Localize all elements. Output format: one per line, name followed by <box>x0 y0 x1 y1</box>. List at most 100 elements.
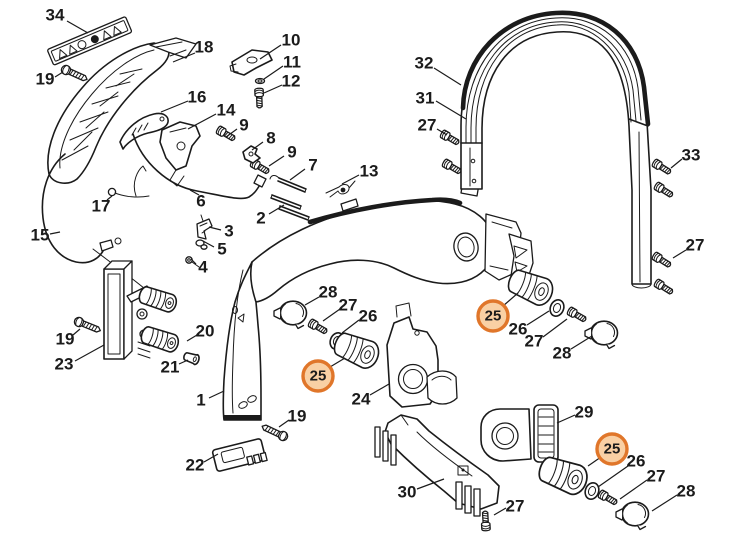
callout-7: 7 <box>289 156 318 181</box>
callout-number: 19 <box>288 407 307 426</box>
callout-number: 3 <box>224 222 233 241</box>
part-trigger-interlock-14 <box>159 121 201 187</box>
callout-leader-line <box>259 44 282 60</box>
highlight-circle[interactable] <box>595 432 629 466</box>
callout-leader-line <box>329 357 346 368</box>
callout-leader-line <box>341 174 360 185</box>
callout-number: 21 <box>161 358 180 377</box>
callout-leader-line <box>72 328 81 336</box>
highlighted-callout-25[interactable]: 25 <box>476 292 519 333</box>
callout-leader-line <box>435 100 467 120</box>
callout-number: 24 <box>352 390 371 409</box>
part-bracket-29 <box>480 404 559 463</box>
part-warning-sticker <box>47 16 133 66</box>
callout-number: 12 <box>282 72 301 91</box>
callout-5: 5 <box>202 240 227 259</box>
callout-leader-line <box>493 507 507 516</box>
callout-leader-line <box>54 71 64 78</box>
callout-leader-line <box>178 359 189 365</box>
callout-33: 33 <box>670 146 700 169</box>
callout-leader-line <box>556 414 576 424</box>
callout-31: 31 <box>416 89 467 120</box>
callout-number: 9 <box>239 116 248 135</box>
part-screw-27-b <box>306 317 330 337</box>
part-rear-handle-housing-1 <box>222 180 534 421</box>
part-screw-19-bottom <box>259 421 290 443</box>
callout-number: 34 <box>46 6 65 25</box>
callout-26: 26 <box>597 452 645 488</box>
callout-leader-line <box>186 334 198 342</box>
part-knob-28-a <box>584 320 619 350</box>
callout-26: 26 <box>341 307 377 334</box>
callout-number: 18 <box>195 38 214 57</box>
callout-28: 28 <box>304 283 338 306</box>
part-buffer-spring-20-lower <box>138 324 182 355</box>
callout-leader-line <box>502 292 519 307</box>
part-knob-28-c <box>615 501 650 531</box>
part-handlebar-tube-31-32 <box>460 10 652 289</box>
callout-28: 28 <box>553 335 593 363</box>
callout-32: 32 <box>415 54 462 86</box>
callout-leader-line <box>436 128 448 136</box>
callout-22: 22 <box>186 453 219 475</box>
callout-number: 8 <box>266 129 275 148</box>
highlighted-callout-25[interactable]: 25 <box>301 357 346 393</box>
callout-leader-line <box>570 335 593 350</box>
callout-24: 24 <box>352 383 390 409</box>
callout-number[interactable]: 25 <box>485 308 502 325</box>
callout-leader-line <box>369 383 390 396</box>
part-bracket-24 <box>386 302 458 408</box>
callout-4: 4 <box>190 258 208 277</box>
part-washer-11 <box>254 77 266 85</box>
callout-number: 9 <box>287 143 296 162</box>
callout-leader-line <box>263 84 283 94</box>
callout-leader-line <box>208 390 225 399</box>
part-ring-26-a <box>546 296 568 320</box>
callout-leader-line <box>268 204 285 215</box>
part-spring-clip-13 <box>325 180 356 198</box>
callout-number: 19 <box>36 70 55 89</box>
callout-leader-line <box>619 479 648 500</box>
callout-number: 2 <box>256 209 265 228</box>
callout-number[interactable]: 25 <box>310 368 327 385</box>
part-front-handle-molding <box>47 37 197 184</box>
callout-number: 27 <box>418 116 437 135</box>
callout-28: 28 <box>651 482 695 512</box>
callout-leader-line <box>597 465 629 488</box>
callout-2: 2 <box>256 204 285 228</box>
callout-number: 32 <box>415 54 434 73</box>
callout-34: 34 <box>46 6 89 34</box>
callout-number: 10 <box>282 31 301 50</box>
callout-12: 12 <box>263 72 301 94</box>
callout-leader-line <box>106 195 113 201</box>
part-throttle-cable-6 <box>132 133 267 200</box>
callout-leader-line <box>208 226 222 231</box>
callout-leader-line <box>202 240 215 248</box>
callout-leader-line <box>66 20 89 34</box>
callout-leader-line <box>225 128 238 138</box>
callout-leader-line <box>74 344 105 362</box>
highlight-circle[interactable] <box>301 359 335 393</box>
callout-leader-line <box>526 310 550 326</box>
callout-20: 20 <box>186 322 215 342</box>
callout-number: 20 <box>196 322 215 341</box>
callout-number: 23 <box>55 355 74 374</box>
part-screw-19-top <box>59 63 90 85</box>
callout-leader-line <box>187 113 217 130</box>
callout-number: 11 <box>283 53 301 72</box>
callout-number: 27 <box>506 497 525 516</box>
callout-leader-line <box>672 249 687 259</box>
callout-23: 23 <box>55 344 105 374</box>
callout-number: 14 <box>217 101 236 120</box>
callout-number: 28 <box>319 283 338 302</box>
callout-number[interactable]: 25 <box>604 441 621 458</box>
callout-leader-line <box>160 100 189 113</box>
callout-leader-line <box>190 258 197 265</box>
highlighted-callout-25[interactable]: 25 <box>587 432 629 467</box>
part-bracket-23 <box>103 260 152 360</box>
callout-leader-line <box>304 296 320 306</box>
part-clamp-8 <box>242 145 261 164</box>
highlight-circle[interactable] <box>476 299 510 333</box>
callout-leader-line <box>263 65 284 80</box>
callout-leader-line <box>416 478 445 490</box>
